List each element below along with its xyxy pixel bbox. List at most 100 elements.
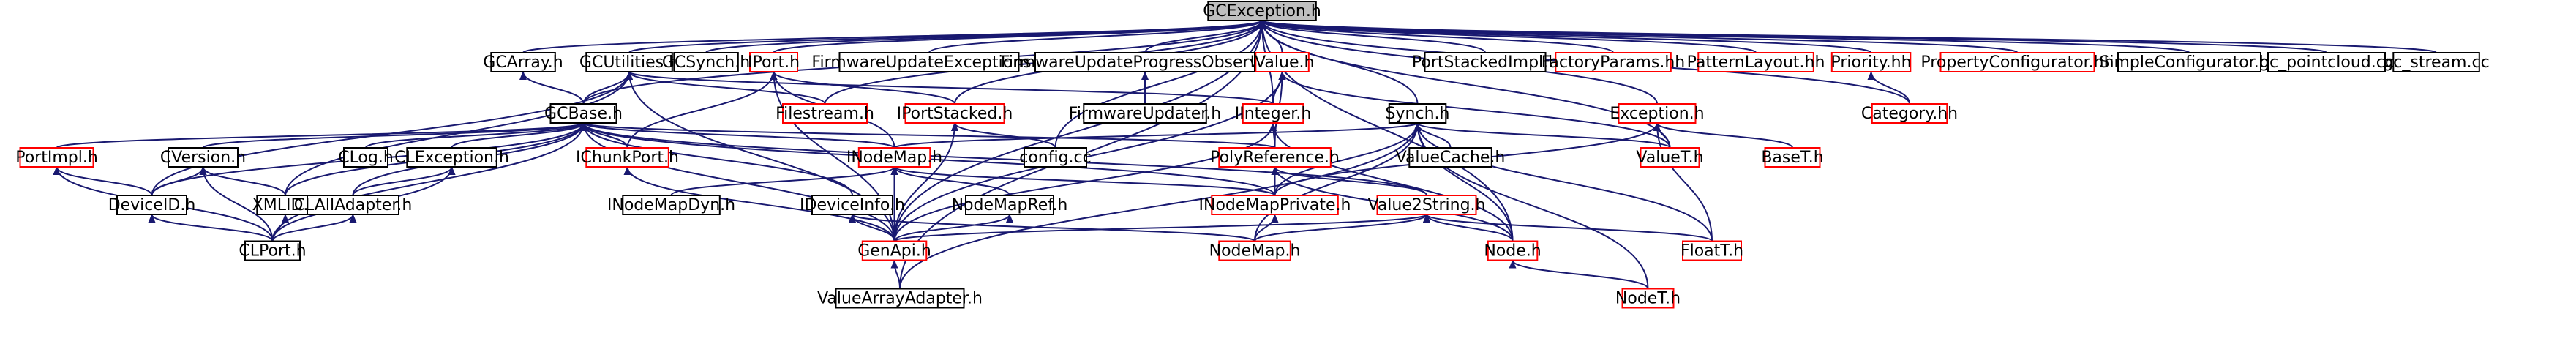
- node-gcpointcloud[interactable]: gc_pointcloud.cc: [2259, 52, 2394, 72]
- node-portstackedimpl[interactable]: PortStackedImpl.h: [1412, 52, 1558, 72]
- node-inodemap[interactable]: INodeMap.h: [846, 147, 942, 168]
- node-nodemapref[interactable]: NodeMapRef.h: [952, 195, 1068, 215]
- node-iinteger[interactable]: IInteger.h: [1235, 103, 1312, 124]
- node-box: [19, 147, 94, 168]
- edge-ideviceinfo-to-gcbase: [579, 122, 853, 196]
- node-iport[interactable]: IPort.h: [748, 52, 800, 72]
- node-label: Value2String.h: [1367, 196, 1485, 214]
- node-configcc[interactable]: config.cc: [1019, 147, 1092, 168]
- node-valuearrayadapter[interactable]: ValueArrayAdapter.h: [817, 288, 983, 309]
- node-label: FloatT.h: [1681, 242, 1743, 261]
- node-ichunkport[interactable]: IChunkPort.h: [576, 147, 679, 168]
- node-patternlayout[interactable]: PatternLayout.hh: [1687, 52, 1825, 72]
- node-label: GenApi.h: [857, 242, 931, 261]
- edge-value2string-to-polyref: [1271, 166, 1427, 196]
- edge-category-to-priority: [1867, 71, 1910, 105]
- node-propconfig[interactable]: PropertyConfigurator.hh: [1920, 52, 2114, 72]
- node-label: ValueArrayAdapter.h: [817, 290, 983, 308]
- node-simpleconfig[interactable]: SimpleConfigurator.hh: [2099, 52, 2280, 72]
- node-label: DeviceID.h: [108, 196, 196, 214]
- node-portimpl[interactable]: PortImpl.h: [15, 147, 98, 168]
- node-label: FirmwareUpdater.h: [1069, 105, 1221, 123]
- node-label: PropertyConfigurator.hh: [1920, 53, 2114, 72]
- node-genapi[interactable]: GenApi.h: [857, 240, 931, 261]
- node-clexception[interactable]: CLException.h: [394, 147, 509, 168]
- node-nodemap[interactable]: NodeMap.h: [1209, 240, 1301, 261]
- node-box: [1682, 240, 1742, 261]
- node-gcutilities[interactable]: GCUtilities.h: [579, 52, 679, 72]
- node-inodemapdyn[interactable]: INodeMapDyn.h: [607, 195, 735, 215]
- node-valuecache[interactable]: ValueCache.h: [1396, 147, 1506, 168]
- edge-deviceid-to-cversion: [151, 166, 207, 196]
- edge-inodemap-to-synch: [893, 122, 1422, 149]
- node-box: [1424, 52, 1547, 72]
- node-node[interactable]: Node.h: [1484, 240, 1542, 261]
- node-fwexceptions[interactable]: FirmwareUpdateExceptions.h: [811, 52, 1047, 72]
- edge-configcc-to-gcexception: [1054, 20, 1266, 149]
- node-cversion[interactable]: CVersion.h: [160, 147, 246, 168]
- node-box: [1034, 52, 1255, 72]
- node-gcbase[interactable]: GCBase.h: [544, 103, 623, 124]
- node-deviceid[interactable]: DeviceID.h: [108, 195, 196, 215]
- node-valuet[interactable]: ValueT.h: [1636, 147, 1704, 168]
- node-iportstacked[interactable]: IPortStacked.h: [897, 103, 1013, 124]
- node-category[interactable]: Category.hh: [1861, 103, 1958, 124]
- node-box: [490, 52, 556, 72]
- edge-nodemap-to-ideviceinfo: [849, 214, 1255, 242]
- node-label: SimpleConfigurator.hh: [2099, 53, 2279, 72]
- node-box: [1388, 103, 1447, 124]
- node-inodemappriv[interactable]: INodeMapPrivate.h: [1199, 195, 1351, 215]
- edge-valuet-to-ivalue: [1278, 71, 1671, 149]
- node-clog[interactable]: CLog.h: [338, 147, 394, 168]
- node-box: [1618, 103, 1697, 124]
- node-nodet[interactable]: NodeT.h: [1615, 288, 1681, 309]
- node-box: [1764, 147, 1821, 168]
- node-label: NodeMapRef.h: [952, 196, 1068, 214]
- node-gcarray[interactable]: GCArray.h: [483, 52, 563, 72]
- node-gcstream[interactable]: gc_stream.cc: [2383, 52, 2490, 72]
- edge-portstackedimpl-to-gcexception: [1258, 20, 1486, 53]
- edge-factoryparams-to-gcexception: [1258, 20, 1614, 53]
- node-cltport[interactable]: CLPort.h: [239, 240, 307, 261]
- node-box: [1640, 147, 1700, 168]
- node-clalladapter[interactable]: CLAllAdapter.h: [294, 195, 413, 215]
- node-exception[interactable]: Exception.h: [1610, 103, 1705, 124]
- node-floatt[interactable]: FloatT.h: [1681, 240, 1743, 261]
- node-label: gc_pointcloud.cc: [2259, 53, 2394, 72]
- node-baset[interactable]: BaseT.h: [1761, 147, 1824, 168]
- edge-valuearrayadapter-to-synch: [899, 122, 1422, 289]
- node-factoryparams[interactable]: FactoryParams.hh: [1542, 52, 1685, 72]
- edge-iinteger-to-gcutilities: [626, 71, 1274, 105]
- node-box: [307, 195, 399, 215]
- node-label: ValueT.h: [1636, 149, 1703, 167]
- node-box: [1487, 240, 1539, 261]
- node-priority[interactable]: Priority.hh: [1830, 52, 1912, 72]
- node-box: [256, 195, 315, 215]
- node-fwprogress[interactable]: FirmwareUpdateProgressObserver.h: [1001, 52, 1289, 72]
- node-value2string[interactable]: Value2String.h: [1367, 195, 1486, 215]
- node-box: [1207, 1, 1317, 21]
- edge-inodemappriv-to-inodemap: [890, 166, 1276, 196]
- edge-valuet-to-gcexception: [1258, 20, 1671, 149]
- node-label: FactoryParams.hh: [1542, 53, 1685, 72]
- node-gcexception[interactable]: GCException.h: [1203, 1, 1321, 21]
- edge-floatt-to-exception: [1653, 122, 1713, 242]
- node-label: Priority.hh: [1830, 53, 1911, 72]
- node-ideviceinfo[interactable]: IDeviceInfo.h: [800, 195, 905, 215]
- node-gcsynch[interactable]: GCSynch.h: [662, 52, 750, 72]
- edge-floatt-to-synch: [1413, 122, 1713, 242]
- edge-nodemap-to-value2string: [1254, 214, 1430, 242]
- node-box: [406, 147, 497, 168]
- node-fwupdater[interactable]: FirmwareUpdater.h: [1069, 103, 1221, 124]
- edge-fwprogress-to-gcexception: [1144, 20, 1266, 53]
- node-box: [1255, 52, 1310, 72]
- node-box: [585, 52, 673, 72]
- node-box: [811, 195, 893, 215]
- node-ivalue[interactable]: IValue.h: [1250, 52, 1315, 72]
- node-box: [904, 103, 1005, 124]
- node-polyref[interactable]: PolyReference.h: [1210, 147, 1340, 168]
- node-synch[interactable]: Synch.h: [1386, 103, 1450, 124]
- node-filestream[interactable]: Filestream.h: [776, 103, 874, 124]
- edge-inodemap-to-gcbase: [579, 122, 895, 149]
- edge-valuet-to-synch: [1413, 122, 1671, 149]
